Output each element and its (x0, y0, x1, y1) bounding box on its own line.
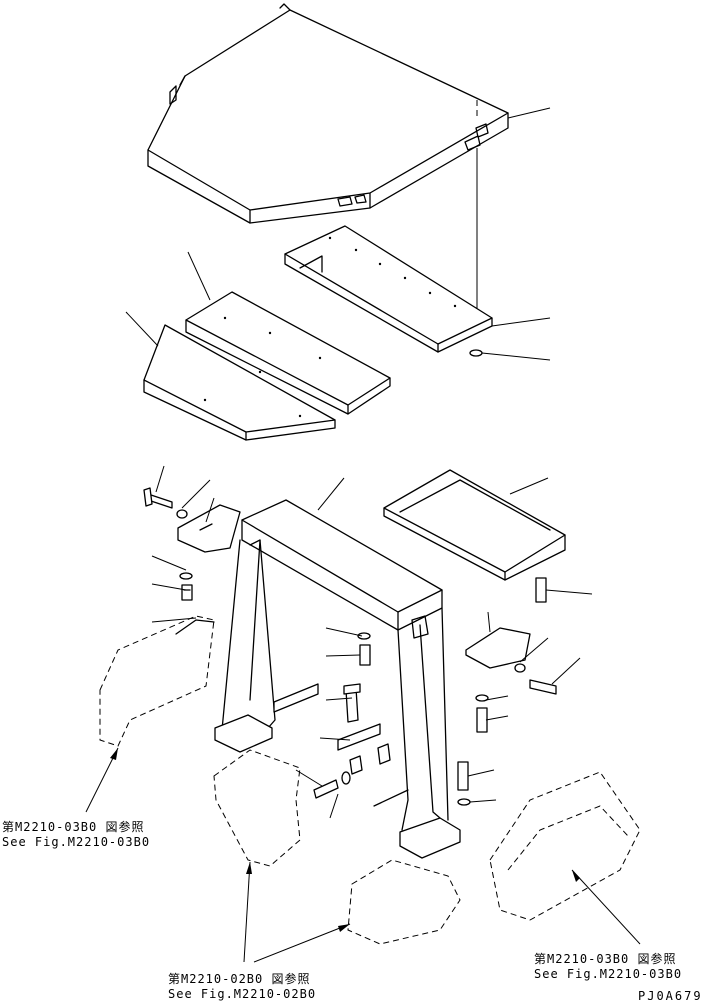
washer (514, 663, 526, 673)
mount-lower-center (347, 859, 461, 945)
washer (179, 572, 193, 580)
support-frame (214, 499, 461, 859)
bolt-right-top (535, 577, 547, 603)
drawing-number: PJ0A679 (638, 989, 703, 1003)
reference-note-bottom: 第M2210-02B0 図参照 See Fig.M2210-02B0 (168, 972, 316, 1002)
reference-arrow-left (85, 747, 119, 813)
reference-note-jp: 第M2210-03B0 図参照 (534, 952, 677, 966)
bracket-right (465, 627, 531, 669)
roof-panel-right (284, 225, 493, 353)
reference-note-right: 第M2210-03B0 図参照 See Fig.M2210-03B0 (534, 952, 682, 982)
bolt-top-left (143, 487, 173, 509)
roof-canopy (147, 3, 509, 224)
bolt-left (181, 584, 193, 601)
mount-lower-left (213, 749, 301, 867)
roof-panel-left (143, 291, 391, 441)
washer (176, 509, 188, 519)
washer (475, 694, 489, 702)
frame-right (489, 771, 641, 921)
bolt-right-bottom (457, 761, 469, 791)
washer (357, 632, 371, 640)
reference-note-jp: 第M2210-02B0 図参照 (168, 972, 311, 986)
reference-arrow-right (571, 869, 641, 945)
bolt-right-lower (476, 707, 488, 733)
reference-note-left: 第M2210-03B0 図参照 See Fig.M2210-03B0 (2, 820, 150, 850)
bolt-center-bottom (313, 771, 351, 799)
washer (457, 798, 471, 806)
bracket-strip (337, 723, 381, 751)
leader-lines (125, 107, 593, 819)
floor-plate (383, 469, 566, 581)
reference-note-en: See Fig.M2210-03B0 (534, 967, 683, 981)
bracket-left (177, 504, 241, 553)
bolt-lower (343, 683, 361, 723)
bolt-right (529, 679, 557, 695)
reference-note-jp: 第M2210-03B0 図参照 (2, 820, 145, 834)
bolt-center (359, 644, 371, 666)
reference-note-en: See Fig.M2210-02B0 (168, 987, 317, 1001)
reference-arrow-bottom (243, 861, 351, 963)
reference-note-en: See Fig.M2210-03B0 (2, 835, 151, 849)
bracket-strip (273, 683, 319, 713)
cover-left (99, 615, 215, 747)
